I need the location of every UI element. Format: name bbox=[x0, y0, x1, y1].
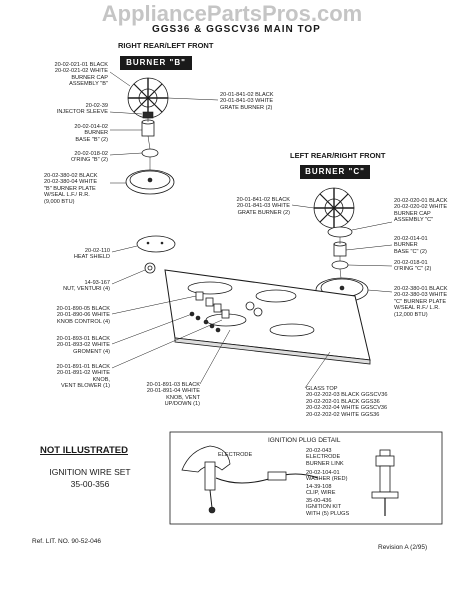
diagram-title: GGS36 & GGSCV36 MAIN TOP bbox=[152, 24, 321, 35]
burner-cap-b-label: 20-02-021-01 BLACK 20-02-021-02 WHITE BU… bbox=[54, 62, 109, 88]
electrode-link-label: 20-02-043 ELECTRODE BURNER LINK bbox=[306, 448, 344, 467]
knob-control-label: 20-01-890-05 BLACK 20-01-890-06 WHITE KN… bbox=[56, 306, 111, 325]
burner-plate-b-icon bbox=[125, 169, 175, 195]
injector-sleeve-label: 20-02-39 INJECTOR SLEEVE bbox=[56, 103, 108, 116]
not-illustrated-heading: NOT ILLUSTRATED bbox=[40, 445, 128, 456]
glass-top-icon bbox=[164, 269, 371, 365]
burner-base-b-label: 20-02-014-02 BURNER BASE "B" (2) bbox=[74, 124, 108, 143]
glass-top-label: GLASS TOP 20-02-202-03 BLACK GGSCV36 20-… bbox=[306, 386, 388, 418]
burner-cap-c-icon bbox=[327, 226, 353, 238]
burner-base-c-icon bbox=[333, 241, 347, 257]
washer-label: 20-02-104-01 WASHER (RED) bbox=[306, 470, 348, 483]
clip-wire-label: 14-39-108 CLIP, WIRE bbox=[306, 484, 336, 497]
ignition-wire-set-part: 35-00-356 bbox=[70, 479, 110, 489]
grate-burner-c-icon bbox=[313, 187, 355, 229]
reference-number: Ref. LIT. NO. 90-52-046 bbox=[32, 538, 102, 545]
revision: Revision A (2/95) bbox=[378, 544, 428, 551]
grate-burner-c-label: 20-01-841-02 BLACK 20-01-841-03 WHITE GR… bbox=[236, 197, 291, 216]
burner-base-c-label: 20-02-014-01 BURNER BASE "C" (2) bbox=[394, 236, 428, 255]
grate-burner-b-label: 20-01-841-02 BLACK 20-01-841-03 WHITE GR… bbox=[220, 92, 274, 111]
ignition-detail-heading: IGNITION PLUG DETAIL bbox=[268, 437, 341, 444]
injector-sleeve-icon bbox=[142, 111, 154, 119]
electrode-icon bbox=[181, 445, 231, 514]
knob-vent-blower-label: 20-01-891-01 BLACK 20-01-891-02 WHITE KN… bbox=[56, 364, 111, 390]
venturi-nut-label: 14-93-167 NUT, VENTURI (4) bbox=[63, 280, 110, 293]
ignition-wire-set-label: IGNITION WIRE SET bbox=[49, 467, 131, 477]
ignition-kit-label: 35-00-436 IGNITION KIT WITH (5) PLUGS bbox=[306, 498, 350, 517]
ignition-wire-icon bbox=[215, 471, 319, 484]
heat-shield-icon bbox=[136, 235, 176, 253]
oring-c-icon bbox=[331, 260, 349, 270]
burner-plate-b-label: 20-02-380-02 BLACK 20-02-380-04 WHITE "B… bbox=[44, 173, 98, 205]
burner-cap-c-label: 20-02-020-01 BLACK 20-02-020-02 WHITE BU… bbox=[394, 198, 448, 224]
burner-b-label: BURNER "B" bbox=[120, 56, 192, 70]
knob-vent-updown-label: 20-01-891-03 BLACK 20-01-891-04 WHITE KN… bbox=[146, 382, 201, 408]
ignition-plug-icon bbox=[371, 449, 399, 516]
oring-c-label: 20-02-018-01 O'RING "C" (2) bbox=[394, 260, 432, 273]
watermark: AppliancePartsPros.com bbox=[101, 1, 363, 26]
section-left-rear-heading: LEFT REAR/RIGHT FRONT bbox=[290, 151, 386, 160]
heat-shield-label: 20-02-110 HEAT SHIELD bbox=[73, 248, 110, 261]
section-right-rear-heading: RIGHT REAR/LEFT FRONT bbox=[118, 41, 214, 50]
oring-b-icon bbox=[141, 148, 159, 158]
burner-plate-c-label: 20-02-380-01 BLACK 20-02-380-03 WHITE "C… bbox=[394, 286, 448, 318]
oring-b-label: 20-02-018-02 O'RING "B" (2) bbox=[70, 151, 108, 164]
burner-base-b-icon bbox=[141, 119, 155, 137]
burner-c-label: BURNER "C" bbox=[300, 165, 370, 179]
venturi-nut-icon bbox=[144, 262, 156, 274]
electrode-label: ELECTRODE bbox=[218, 452, 253, 458]
groment-label: 20-01-893-01 BLACK 20-01-893-02 WHITE GR… bbox=[56, 336, 111, 355]
